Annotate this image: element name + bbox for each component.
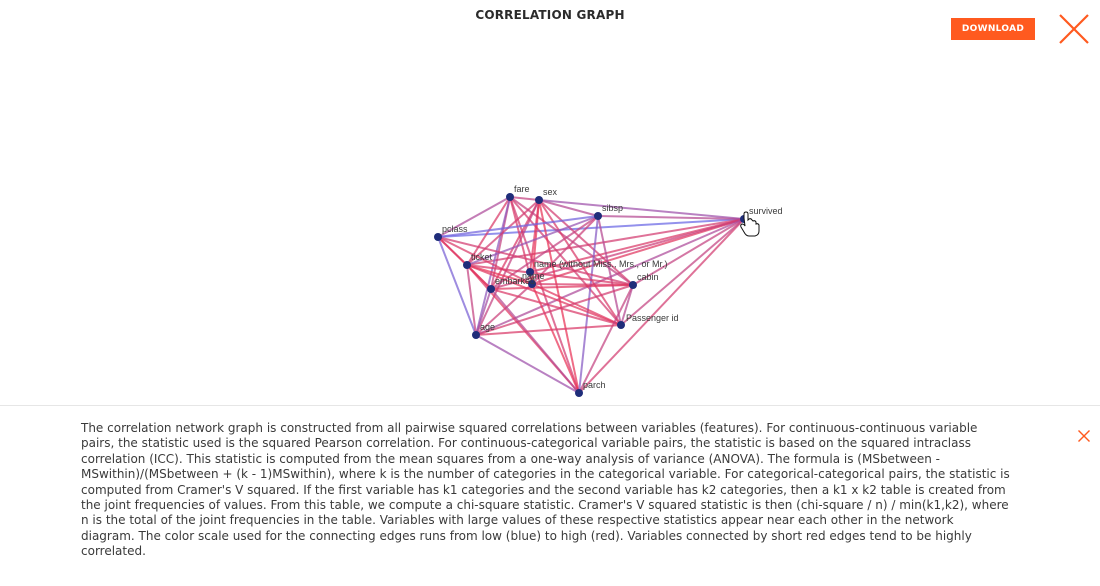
graph-edge-age-parch (475, 334, 580, 394)
graph-edge-sibsp-ticket (466, 215, 599, 266)
node-label: parch (583, 380, 606, 390)
graph-edge-embarked-parch (490, 288, 580, 394)
graph-node-cabin[interactable]: cabin (629, 272, 659, 289)
graph-edge-pclass-cabin (437, 236, 634, 286)
graph-node-pclass[interactable]: pclass (434, 224, 468, 241)
node-label: sibsp (602, 203, 623, 213)
graph-node-name_wo[interactable]: name (without Miss., Mrs., or Mr.) (526, 259, 668, 276)
graph-edge-embarked-passenger_id (490, 288, 622, 326)
graph-edge-fare-pclass (437, 196, 511, 238)
page-title: CORRELATION GRAPH (475, 8, 625, 22)
node-label: cabin (637, 272, 659, 282)
graph-edge-embarked-age (475, 288, 492, 336)
graph-edge-pclass-survived (437, 218, 745, 238)
graph-node-ticket[interactable]: ticket (463, 252, 493, 269)
graph-edge-sex-age (475, 199, 540, 336)
node-label: pclass (442, 224, 468, 234)
graph-edge-sibsp-survived (597, 215, 745, 220)
graph-edge-pclass-age (437, 236, 477, 336)
divider (0, 405, 1100, 406)
node-dot[interactable] (463, 261, 471, 269)
graph-edge-name-age (475, 283, 533, 336)
cursor-hand-icon (740, 211, 760, 237)
node-dot[interactable] (472, 331, 480, 339)
download-button[interactable]: DOWNLOAD (951, 18, 1035, 40)
graph-edge-name-survived (531, 218, 745, 285)
graph-edge-ticket-cabin (466, 264, 634, 286)
graph-edge-sex-survived (538, 199, 745, 220)
correlation-network-graph: fare sex sibsp survived pclass ticket name (wi… (434, 184, 783, 397)
graph-edge-passenger_id-age (475, 324, 622, 336)
node-dot[interactable] (629, 281, 637, 289)
node-label: name (522, 271, 545, 281)
node-label: age (480, 322, 495, 332)
graph-edge-sibsp-parch (578, 215, 599, 394)
graph-description: The correlation network graph is constru… (81, 421, 1010, 559)
graph-edge-embarked-cabin (490, 284, 634, 290)
graph-node-parch[interactable]: parch (575, 380, 606, 397)
node-dot[interactable] (526, 268, 534, 276)
graph-edge-cabin-passenger_id (620, 284, 634, 326)
node-dot[interactable] (528, 280, 536, 288)
node-dot[interactable] (487, 285, 495, 293)
graph-edge-cabin-survived (632, 218, 745, 286)
node-label: name (without Miss., Mrs., or Mr.) (534, 259, 668, 269)
graph-edge-fare-age (475, 196, 511, 336)
graph-node-passenger_id[interactable]: Passenger id (617, 313, 679, 329)
node-label: fare (514, 184, 530, 194)
node-dot[interactable] (535, 196, 543, 204)
graph-node-sibsp[interactable]: sibsp (594, 203, 623, 220)
graph-node-name[interactable]: name (522, 271, 545, 288)
graph-edge-ticket-embarked (466, 264, 492, 290)
node-dot[interactable] (434, 233, 442, 241)
graph-node-fare[interactable]: fare (506, 184, 530, 201)
graph-edge-sex-sibsp (538, 199, 599, 217)
graph-edge-passenger_id-survived (620, 218, 745, 326)
node-dot[interactable] (506, 193, 514, 201)
close-description-icon[interactable] (1077, 429, 1091, 443)
graph-edge-ticket-age (466, 264, 477, 336)
graph-edge-sex-passenger_id (538, 199, 622, 326)
node-label: Passenger id (626, 313, 679, 323)
graph-edge-cabin-parch (578, 284, 634, 394)
node-label: sex (543, 187, 558, 197)
graph-edge-pclass-name (437, 236, 533, 285)
node-dot[interactable] (617, 321, 625, 329)
graph-node-sex[interactable]: sex (535, 187, 558, 204)
graph-edge-sex-ticket (466, 199, 540, 266)
node-label: embarked (495, 276, 535, 286)
graph-edge-fare-sex (509, 196, 540, 201)
graph-edge-cabin-age (475, 284, 634, 336)
graph-edge-sibsp-name (531, 215, 599, 285)
graph-edge-fare-cabin (509, 196, 634, 286)
node-dot[interactable] (594, 212, 602, 220)
node-dot[interactable] (575, 389, 583, 397)
close-icon[interactable] (1057, 12, 1091, 46)
graph-edge-parch-survived (578, 218, 745, 394)
graph-edge-name-passenger_id (531, 283, 622, 326)
graph-edge-sex-cabin (538, 199, 634, 286)
graph-node-age[interactable]: age (472, 322, 495, 339)
graph-edge-ticket-passenger_id (466, 264, 622, 326)
graph-node-embarked[interactable]: embarked (487, 276, 535, 293)
node-label: ticket (471, 252, 493, 262)
graph-edge-sibsp-passenger_id (597, 215, 622, 326)
graph-edge-pclass-sibsp (437, 215, 599, 238)
node-label: survived (749, 206, 783, 216)
